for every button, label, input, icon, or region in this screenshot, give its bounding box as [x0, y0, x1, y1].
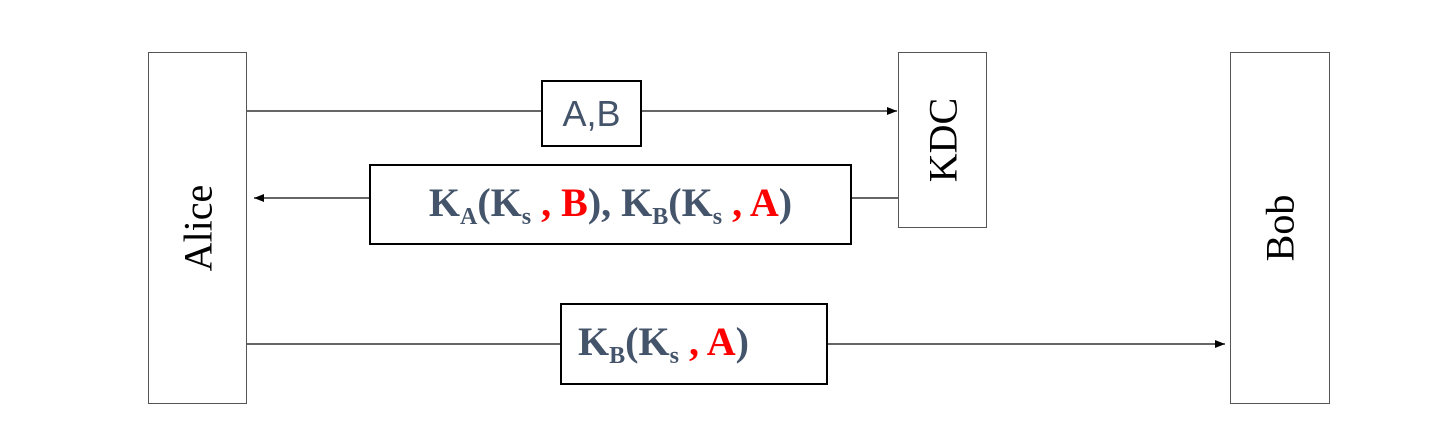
- message-1-box: A,B: [541, 80, 642, 147]
- bob-label: Bob: [1257, 194, 1303, 262]
- message-2-text: KA(Ks , B), KB(Ks , A): [428, 179, 793, 230]
- message-3-text: KB(Ks , A): [578, 319, 749, 369]
- alice-label: Alice: [175, 184, 220, 272]
- message-3-box: KB(Ks , A): [560, 303, 828, 385]
- bob-box: Bob: [1230, 52, 1330, 404]
- message-2-box: KA(Ks , B), KB(Ks , A): [369, 164, 852, 245]
- alice-box: Alice: [148, 52, 247, 404]
- kdc-label: KDC: [920, 97, 965, 183]
- kdc-box: KDC: [898, 52, 987, 228]
- message-1-text: A,B: [562, 92, 621, 134]
